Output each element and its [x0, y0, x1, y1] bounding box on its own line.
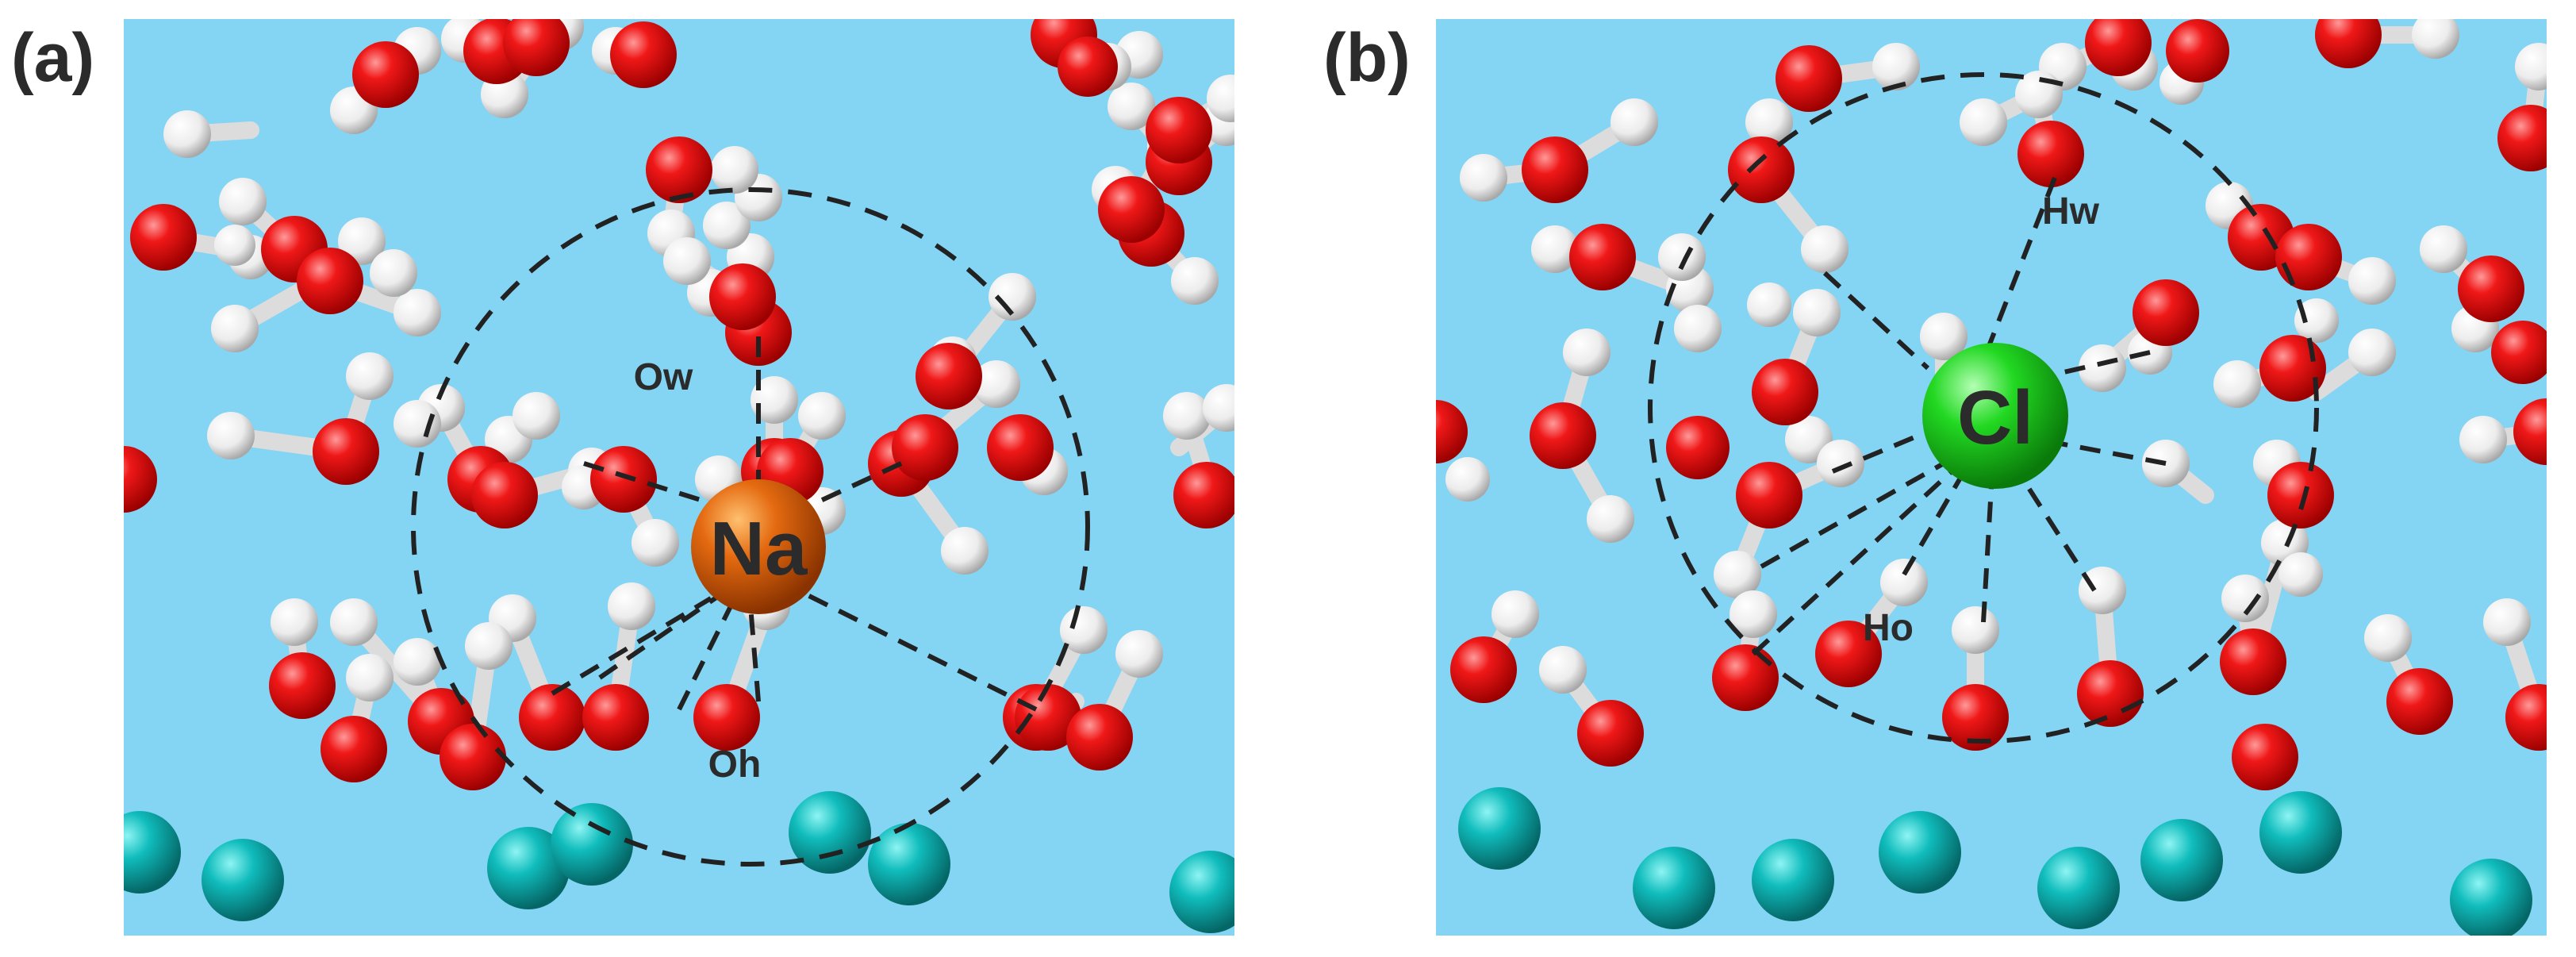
panel-a-scene: Na Ow Oh [124, 19, 1234, 936]
oh-label: Oh [708, 744, 762, 786]
oxygen-atoms [124, 19, 1234, 790]
cl-ion: Cl [1922, 343, 2068, 489]
panel-b-scene: Cl Hw Ho [1436, 19, 2547, 936]
cl-ion-label: Cl [1957, 375, 2033, 460]
ow-label: Ow [634, 356, 693, 398]
cl-ion-sphere [1922, 343, 2068, 489]
panel-b-label: (b) [1323, 20, 1411, 96]
na-ion-label: Na [710, 506, 808, 591]
ho-label: Ho [1863, 607, 1914, 649]
panel-a-label: (a) [11, 20, 95, 96]
solvation-shell-circle [411, 187, 1090, 867]
hydrogen-atoms [1445, 19, 2547, 694]
solvation-shell-circle [1648, 72, 2319, 744]
hw-label: Hw [2042, 190, 2100, 233]
na-ion-sphere [691, 479, 826, 614]
panel-a-na-solvation: Na Ow Oh [124, 19, 1234, 936]
surface-atoms [1458, 787, 2532, 936]
panel-b-cl-solvation: Cl Hw Ho [1436, 19, 2547, 936]
surface-atoms [124, 791, 1234, 933]
coordination-lines [551, 336, 1038, 712]
oxygen-atoms [1436, 19, 2547, 790]
na-ion: Na [691, 479, 826, 614]
